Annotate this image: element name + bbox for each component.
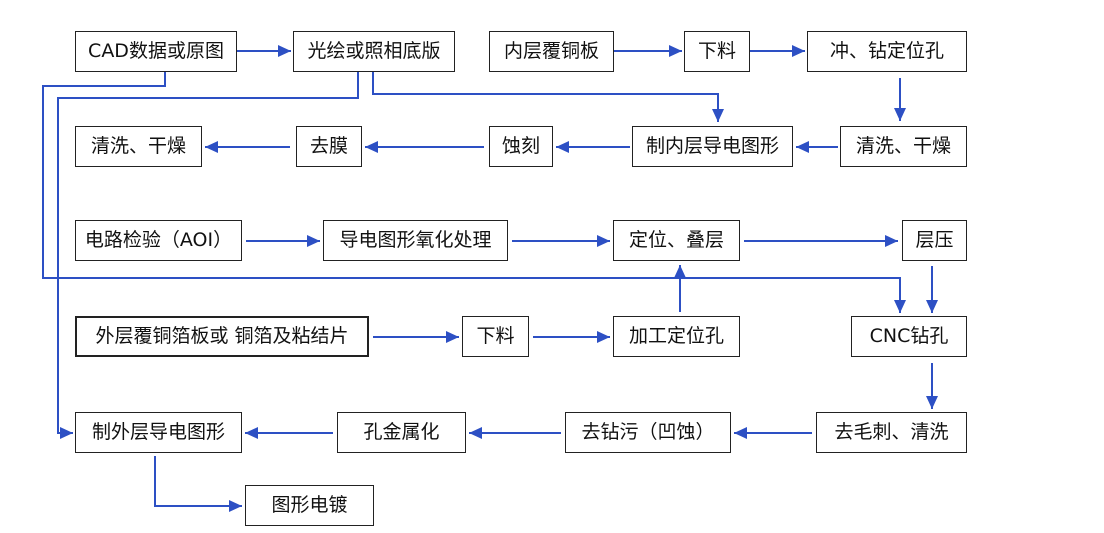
arrow-phototool-to-inner-pattern	[372, 72, 724, 122]
step-press: 层压	[902, 220, 967, 261]
arrow-outer-pattern-to-pattern-plating	[154, 456, 242, 512]
step-outer-laminate: 外层覆铜箔板或 铜箔及粘结片	[75, 316, 369, 357]
step-etch: 蚀刻	[489, 126, 553, 167]
step-cut-outer: 下料	[462, 316, 529, 357]
step-oxide: 导电图形氧化处理	[323, 220, 508, 261]
step-inner-laminate: 内层覆铜板	[489, 31, 614, 72]
step-punch-drill: 冲、钻定位孔	[807, 31, 967, 72]
step-desmear: 去钻污（凹蚀）	[565, 412, 731, 453]
step-pattern-plating: 图形电镀	[245, 485, 374, 526]
step-cad-data: CAD数据或原图	[75, 31, 237, 72]
step-clean-dry-left: 清洗、干燥	[75, 126, 202, 167]
step-phototool: 光绘或照相底版	[293, 31, 455, 72]
step-metallize: 孔金属化	[337, 412, 466, 453]
step-strip: 去膜	[296, 126, 362, 167]
step-clean-dry-right: 清洗、干燥	[840, 126, 967, 167]
arrow-cad-to-cnc-drill	[42, 72, 906, 313]
step-outer-pattern: 制外层导电图形	[75, 412, 242, 453]
step-cnc-drill: CNC钻孔	[851, 316, 967, 357]
step-cut-inner: 下料	[684, 31, 750, 72]
step-inner-pattern: 制内层导电图形	[632, 126, 793, 167]
step-tooling-holes: 加工定位孔	[613, 316, 740, 357]
step-deburr-clean: 去毛刺、清洗	[816, 412, 967, 453]
step-layup: 定位、叠层	[613, 220, 740, 261]
step-aoi: 电路检验（AOI）	[75, 220, 242, 261]
